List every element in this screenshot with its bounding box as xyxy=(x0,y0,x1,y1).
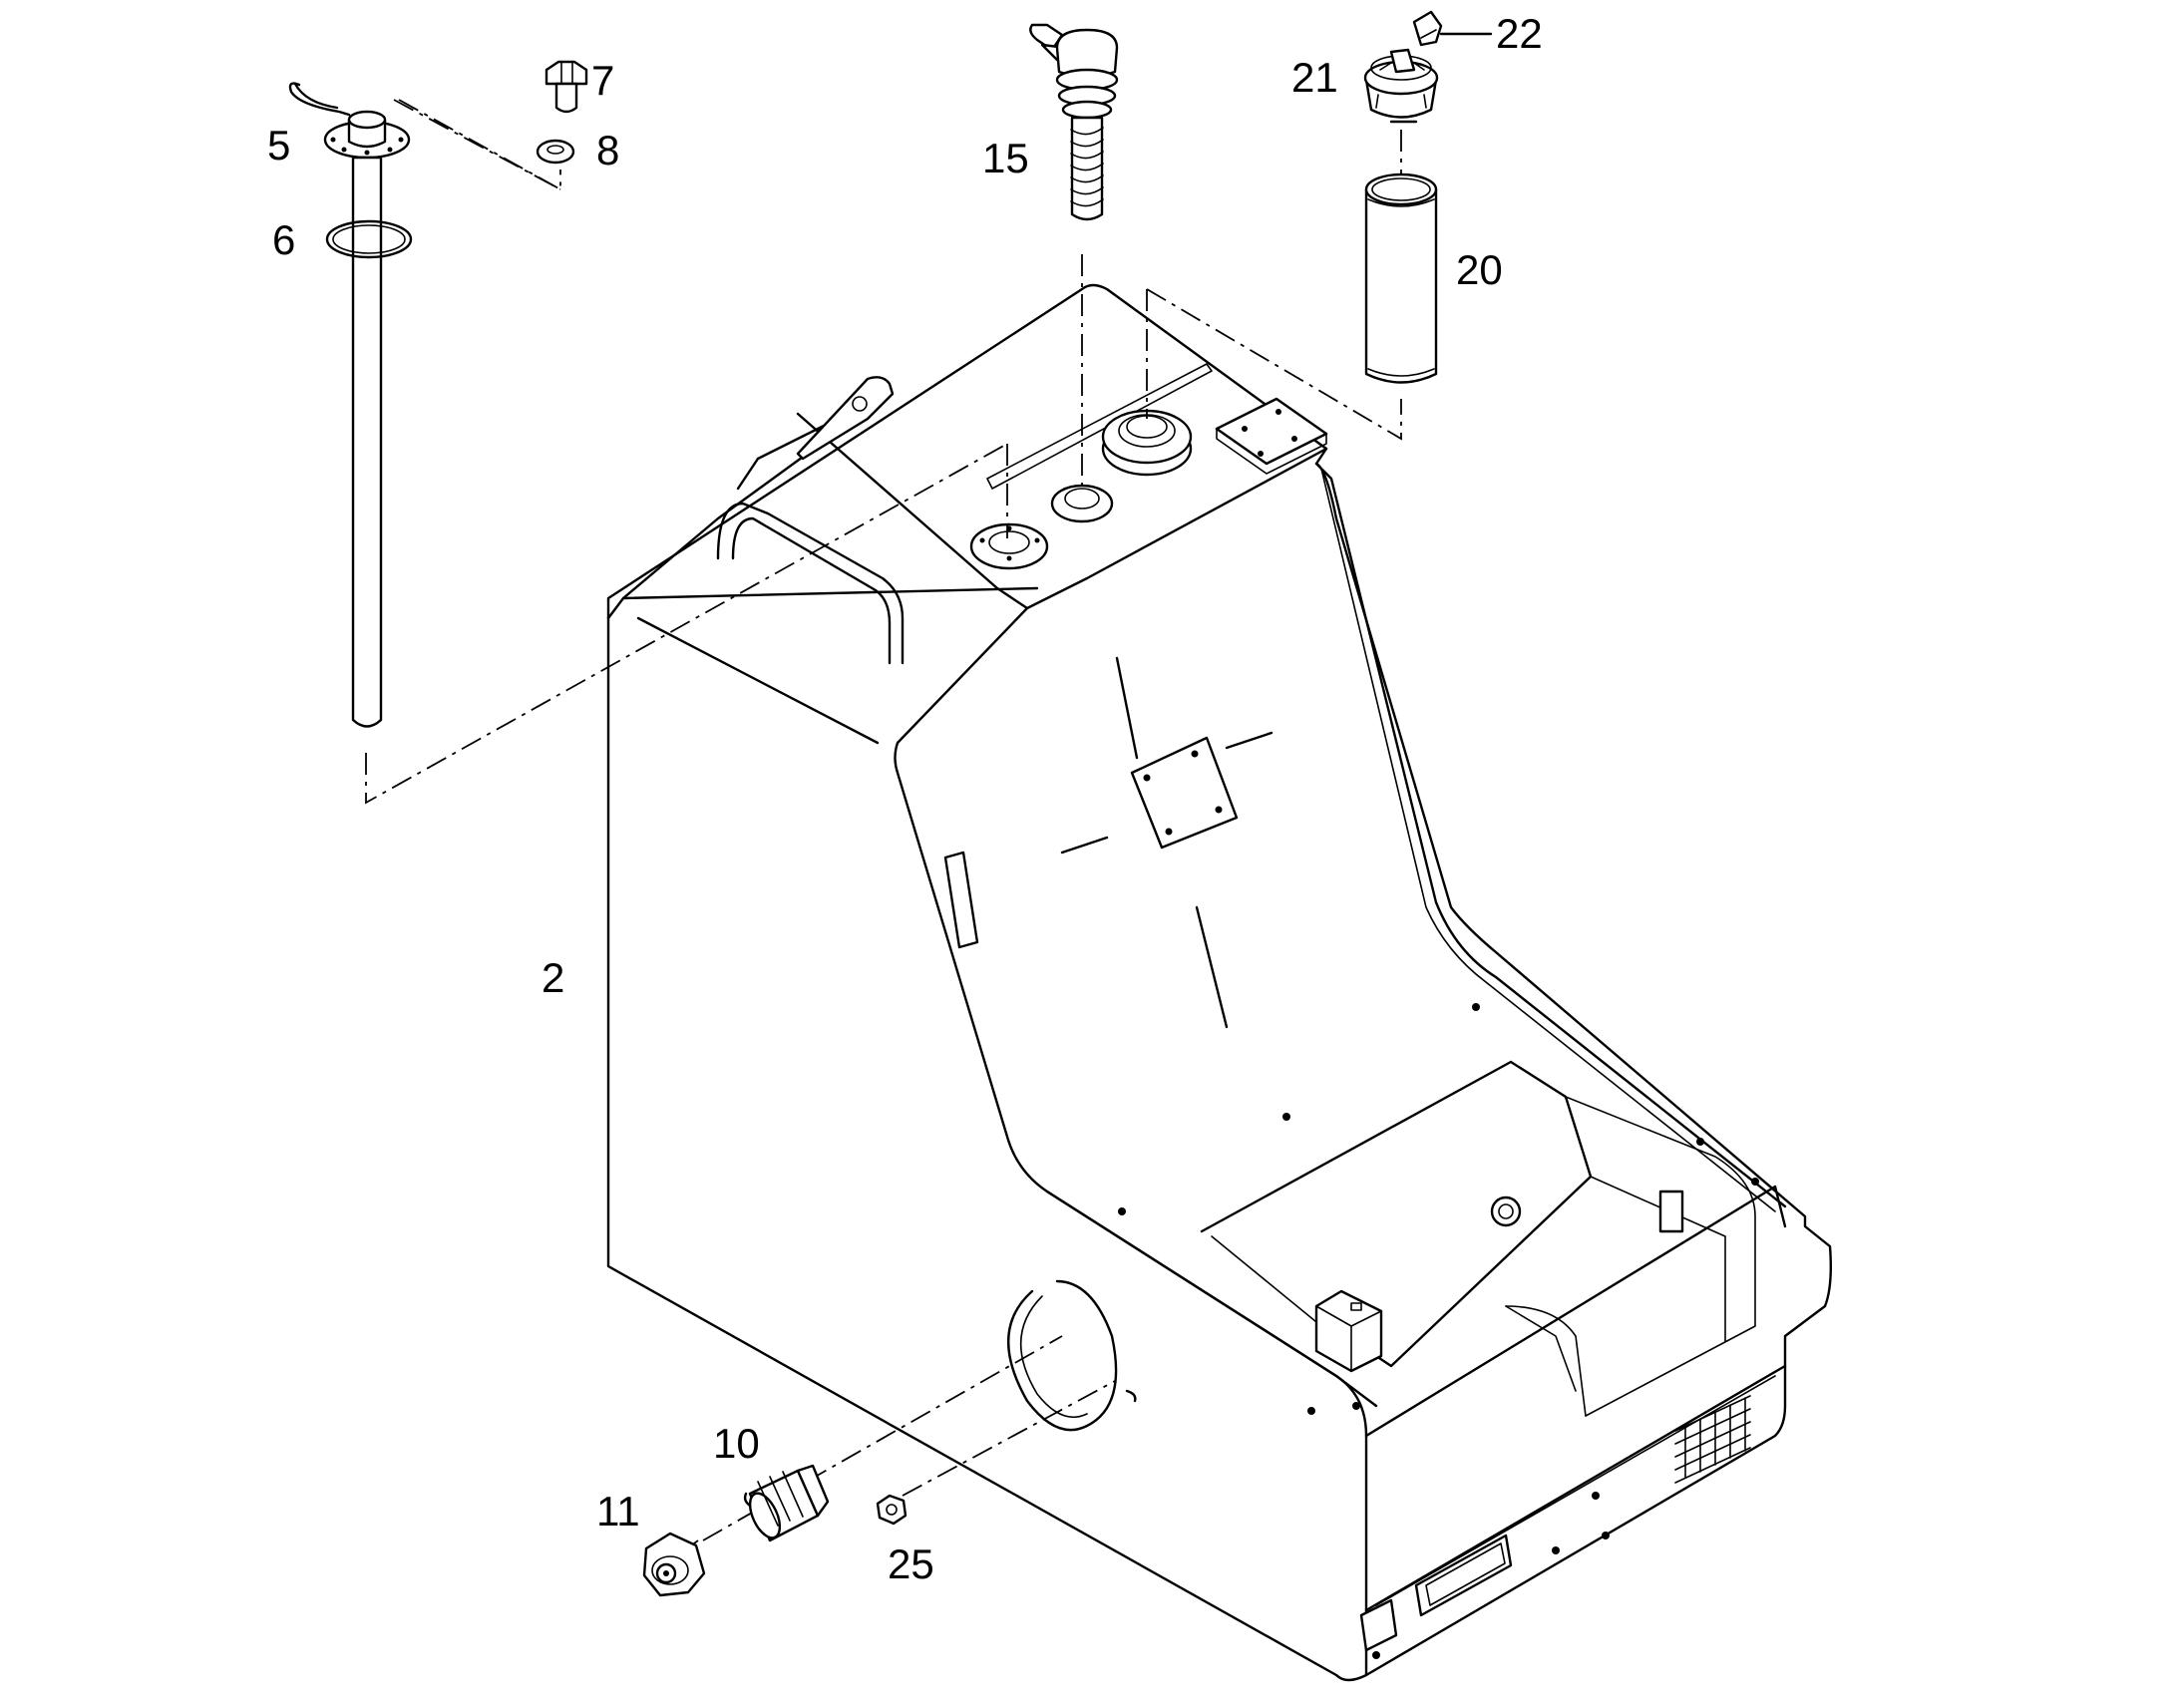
nut-25 xyxy=(876,1494,908,1526)
callout-labels: 2 5 6 7 8 10 11 15 20 21 22 25 xyxy=(267,10,1543,1587)
breather-valve xyxy=(1029,23,1119,221)
callout-15: 15 xyxy=(982,135,1029,181)
vent-port xyxy=(1050,484,1114,523)
sender-port xyxy=(969,522,1049,570)
filler-cap xyxy=(1363,48,1439,124)
callout-11: 11 xyxy=(596,1488,640,1535)
callout-2: 2 xyxy=(542,954,564,1001)
filler-neck-port xyxy=(1101,409,1193,477)
callout-6: 6 xyxy=(272,216,295,263)
callout-5: 5 xyxy=(267,122,290,169)
filler-strainer xyxy=(1364,172,1438,384)
coupling-10 xyxy=(743,1464,830,1542)
callout-22: 22 xyxy=(1496,10,1543,57)
callout-25: 25 xyxy=(888,1540,934,1587)
cap-nut-11 xyxy=(642,1532,706,1597)
cap-key xyxy=(1412,10,1443,47)
bolt-7 xyxy=(545,60,588,114)
tank-body xyxy=(606,283,1833,1682)
callout-7: 7 xyxy=(591,57,614,104)
callout-8: 8 xyxy=(596,127,619,173)
callout-21: 21 xyxy=(1291,54,1338,101)
callout-20: 20 xyxy=(1456,246,1503,293)
washer-8 xyxy=(536,139,575,165)
vent-grille xyxy=(1674,1395,1751,1484)
o-ring-6 xyxy=(325,219,413,259)
side-outlet-ring xyxy=(1007,1279,1137,1432)
fuel-level-sender xyxy=(288,82,411,728)
callout-10: 10 xyxy=(713,1420,760,1467)
